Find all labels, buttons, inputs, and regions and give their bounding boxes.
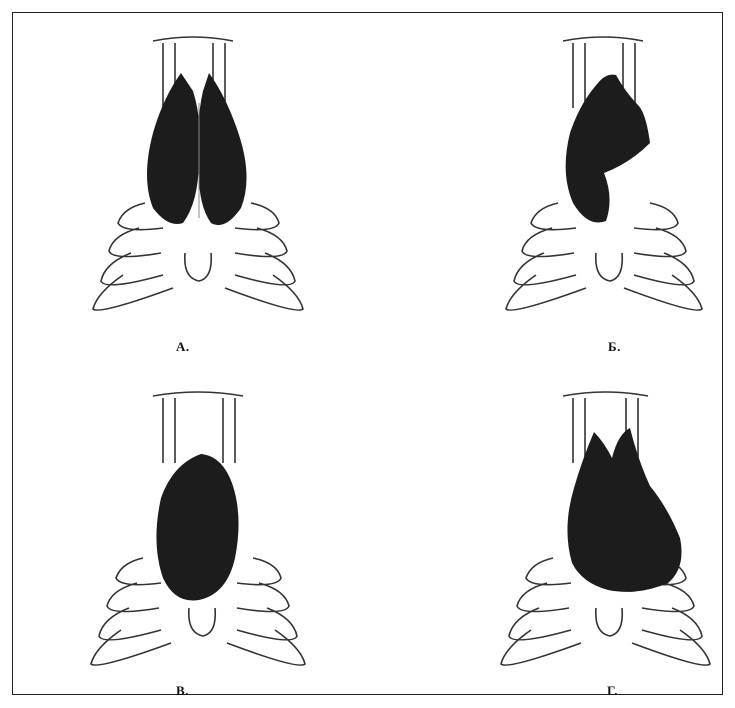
panel-a-drawing [13, 13, 368, 353]
panel-b-drawing [368, 13, 723, 353]
panel-label-a: А. [176, 339, 190, 355]
thymus-v [156, 454, 238, 601]
panel-g-drawing [368, 368, 723, 698]
panel-label-g: Г. [607, 683, 618, 699]
panel-v [13, 368, 368, 708]
figure-frame: А. Б. [12, 12, 723, 695]
panel-label-v: В. [176, 683, 189, 699]
panel-g [368, 368, 723, 708]
panel-label-b: Б. [608, 339, 621, 355]
thymus-b [566, 75, 650, 223]
panel-a [13, 13, 368, 353]
thymus-a [147, 73, 247, 225]
panel-b [368, 13, 723, 353]
panel-v-drawing [13, 368, 368, 698]
